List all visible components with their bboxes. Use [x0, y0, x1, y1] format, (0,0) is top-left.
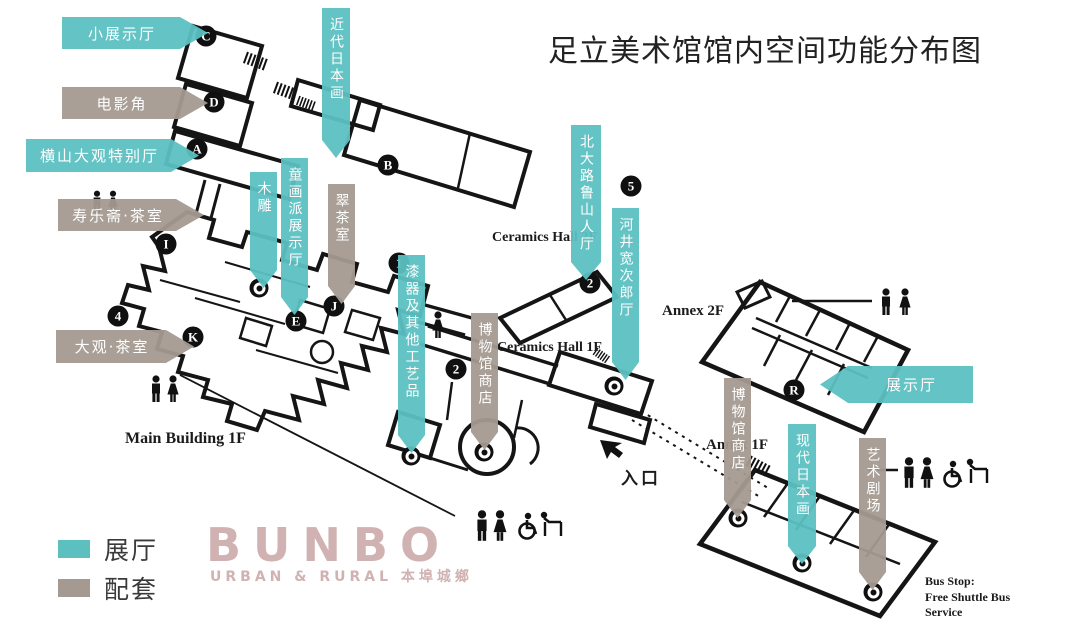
restroom-men-icon: [904, 457, 914, 488]
pointer-movie-corner: 电影角: [62, 87, 208, 119]
room-marker: 2: [445, 358, 467, 380]
label-entrance: 入口: [621, 469, 661, 489]
entrance-cursor-icon: [600, 440, 623, 459]
room-marker: K: [182, 326, 204, 348]
restroom-men-icon: [882, 288, 890, 315]
legend-support-label: 配套: [104, 575, 159, 604]
room-marker: I: [155, 233, 177, 255]
ring-marker: [604, 376, 624, 396]
pointer-taikan-tearoom: 大观·茶室: [56, 330, 194, 363]
ring-marker: [401, 446, 421, 466]
room-marker: 5: [620, 175, 642, 197]
pointer-art-theater: 艺术剧场: [859, 438, 886, 590]
restroom-women-icon: [920, 457, 934, 488]
restroom-women-icon: [899, 288, 911, 315]
pointer-kitaoji-rosanjin-hall: 北大路鲁山人厅: [571, 125, 601, 280]
pointer-yokoyama-taikan-special-hall: 横山大观特别厅: [26, 139, 199, 172]
room-marker: E: [285, 310, 307, 332]
wheelchair-icon: [518, 511, 538, 540]
pointer-gendai-nihonga: 现代日本画: [788, 424, 816, 564]
legend-hall: 展厅: [58, 531, 158, 567]
ring-marker: [728, 508, 748, 528]
restroom-women-icon: [493, 510, 507, 541]
pointer-douga-exhibition-room: 童画派展示厅: [281, 158, 308, 315]
pointer-midori-tearoom: 翠茶室: [328, 184, 355, 304]
pointer-small-exhibition-room: 小展示厅: [62, 17, 208, 49]
bunbo-logo-tagline: URBAN & RURAL 本埠城鄉: [210, 569, 473, 585]
pointer-lacquerware-crafts: 漆器及其他工艺品: [398, 255, 425, 453]
pointer-wood-carving: 木雕: [250, 172, 277, 288]
legend-support-swatch: [58, 579, 90, 597]
page-title: 足立美术馆馆内空间功能分布图: [548, 34, 982, 69]
legend-support: 配套: [58, 570, 158, 606]
label-main-building-1f: Main Building 1F: [125, 430, 246, 447]
pointer-museum-shop-main: 博物馆商店: [471, 313, 498, 450]
restroom-men-icon: [152, 375, 160, 402]
bunbo-logo: BUNBO: [206, 518, 452, 572]
baby-care-icon: [539, 510, 563, 538]
label-bus-stop: Bus Stop: Free Shuttle Bus Service: [925, 574, 1011, 620]
wheelchair-icon: [943, 459, 963, 488]
legend-hall-swatch: [58, 540, 90, 558]
restroom-men-icon: [477, 510, 487, 541]
pointer-annex-exhibition-room: 展示厅: [820, 366, 973, 403]
restroom-women-icon: [167, 375, 179, 402]
legend-hall-label: 展厅: [104, 536, 159, 565]
walkways: [179, 374, 769, 517]
label-annex-2f: Annex 2F: [662, 303, 725, 319]
baby-care-icon: [965, 457, 989, 485]
room-marker: 4: [107, 305, 129, 327]
pointer-kawai-kanjiro-hall: 河井宽次郎厅: [612, 208, 639, 380]
pointer-juraku-an-tearoom: 寿乐斋·茶室: [58, 199, 204, 231]
ring-marker: [863, 582, 883, 602]
pointer-kindai-nihonga: 近代日本画: [322, 8, 350, 158]
label-ceramics-hall-1f: Ceramics Hall 1F: [497, 340, 602, 355]
room-marker: B: [377, 154, 399, 176]
label-ceramics-hall-2f: Ceramics Hall 2F: [492, 230, 597, 245]
ring-marker: [474, 442, 494, 462]
room-marker: R: [783, 379, 805, 401]
room-marker: D: [203, 91, 225, 113]
pointer-museum-shop-annex: 博物馆商店: [724, 378, 751, 518]
